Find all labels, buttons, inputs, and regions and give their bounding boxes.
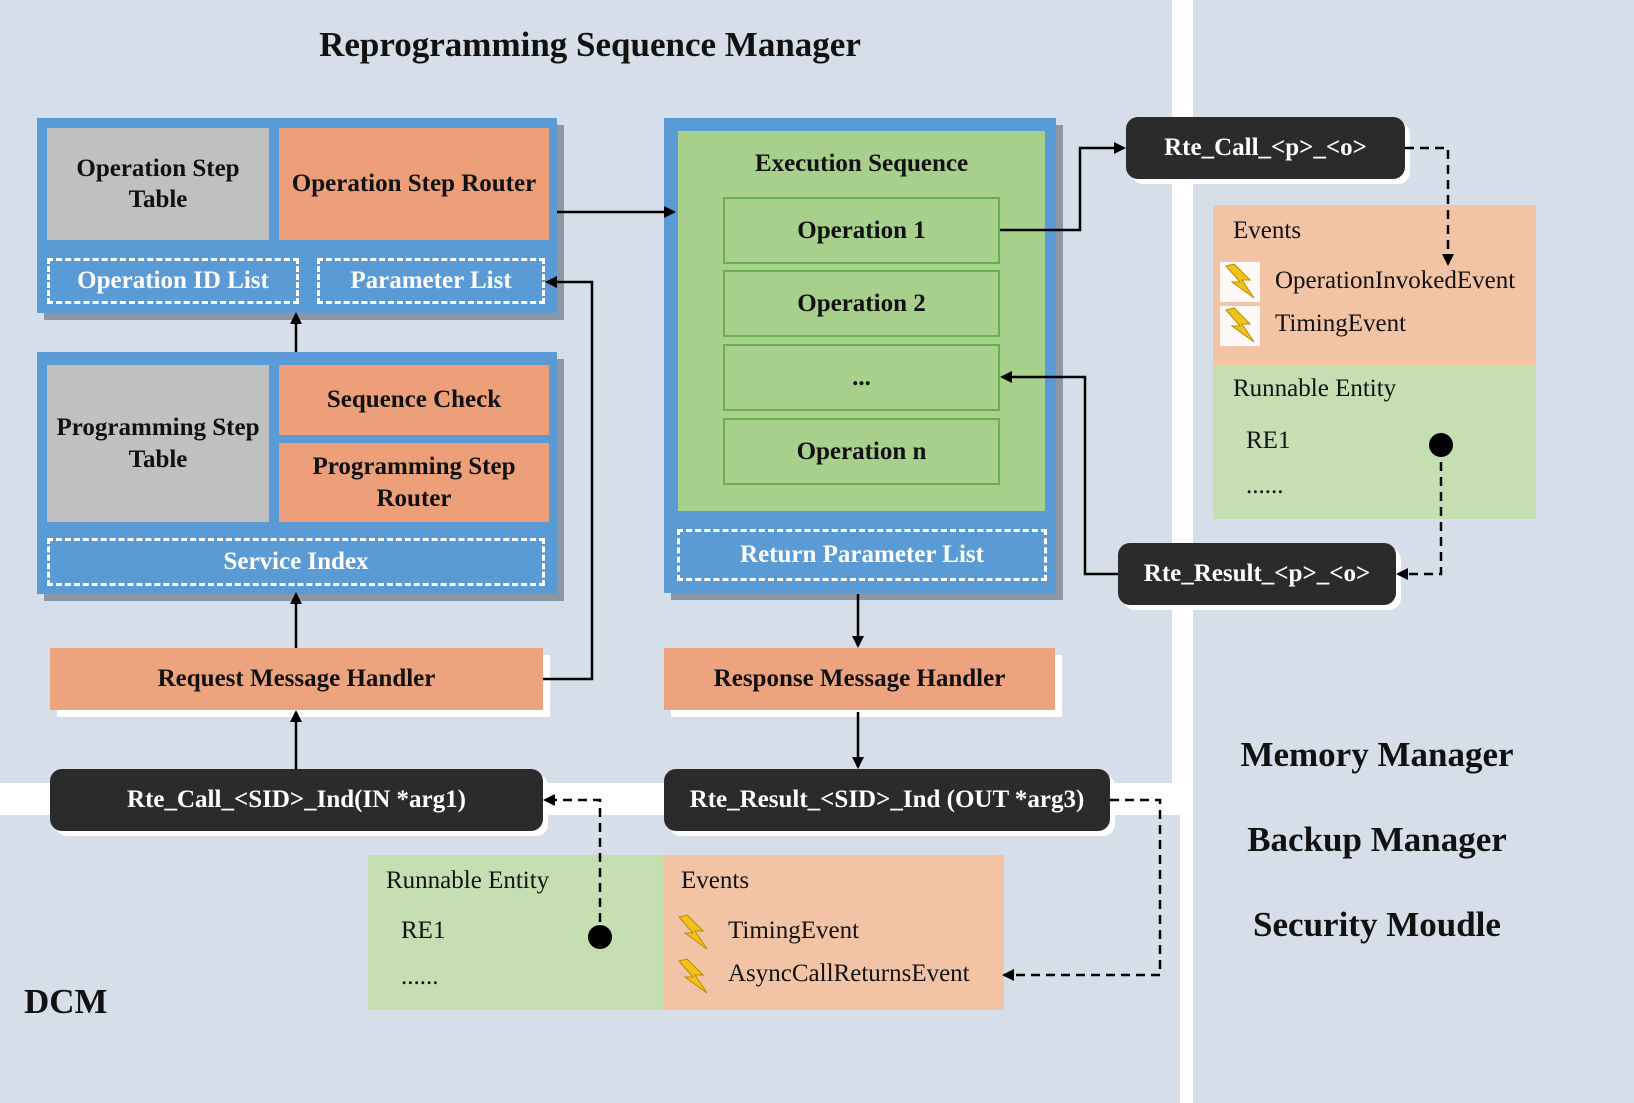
lightning-icon (678, 958, 708, 994)
arrow-request-to-param (543, 276, 594, 681)
operation-id-list: Operation ID List (47, 258, 299, 304)
page-title: Reprogramming Sequence Manager (319, 25, 861, 64)
right-runnable-box: Runnable Entity RE1 ...... (1213, 365, 1536, 519)
execution-sequence-title: Execution Sequence (754, 150, 969, 177)
dot-bottom-re1 (588, 925, 612, 949)
sequence-check: Sequence Check (279, 365, 549, 435)
operation-step-router: Operation Step Router (279, 128, 549, 240)
bottom-runnable-item: ...... (401, 963, 439, 990)
rte-result-sid: Rte_Result_<SID>_Ind (OUT *arg3) (664, 769, 1110, 831)
right-events-title: Events (1233, 217, 1302, 244)
bottom-events-title: Events (681, 867, 750, 894)
return-parameter-list: Return Parameter List (677, 529, 1047, 581)
response-message-handler: Response Message Handler (664, 648, 1055, 710)
dashed-rtecall-to-events (1405, 146, 1454, 266)
operation-item: Operation n (723, 418, 1000, 485)
dcm-panel-right (1172, 815, 1180, 1103)
rte-call-sid: Rte_Call_<SID>_Ind(IN *arg1) (50, 769, 543, 831)
bottom-event-item: AsyncCallReturnsEvent (728, 960, 970, 987)
bottom-runnable-item: RE1 (401, 917, 446, 944)
right-event-item: TimingEvent (1275, 310, 1407, 337)
dashed-result-to-async (1002, 798, 1162, 981)
rte-call-po: Rte_Call_<p>_<o> (1126, 117, 1405, 179)
request-message-handler: Request Message Handler (50, 648, 543, 710)
programming-step-router: Programming Step Router (279, 443, 549, 522)
operation-item: ... (723, 344, 1000, 411)
lightning-icon (1220, 306, 1260, 346)
right-runnable-title: Runnable Entity (1233, 375, 1397, 402)
lightning-icon (1220, 262, 1260, 302)
parameter-list: Parameter List (317, 258, 545, 304)
manager-label: Security Moudle (1253, 905, 1501, 944)
right-event-item: OperationInvokedEvent (1275, 267, 1516, 294)
bottom-runnable-title: Runnable Entity (386, 867, 550, 894)
right-events-box: Events OperationInvokedEvent TimingEvent (1213, 205, 1536, 365)
right-runnable-item: ...... (1246, 472, 1284, 499)
dcm-label: DCM (24, 982, 108, 1021)
operation-item: Operation 1 (723, 197, 1000, 264)
operation-step-table: Operation Step Table (47, 128, 269, 240)
right-runnable-item: RE1 (1246, 427, 1291, 454)
arrow-rteresult-to-ops (1000, 371, 1118, 576)
service-index: Service Index (47, 538, 545, 586)
bottom-events-box: Events TimingEvent AsyncCallReturnsEvent (663, 855, 1004, 1010)
rte-result-po: Rte_Result_<p>_<o> (1118, 543, 1396, 605)
manager-label: Backup Manager (1247, 820, 1507, 859)
dashed-re1-to-rtecall-sid (543, 794, 602, 937)
dashed-re1-to-rteresult (1396, 447, 1443, 580)
dot-right-re1 (1429, 433, 1453, 457)
bottom-event-item: TimingEvent (728, 917, 860, 944)
lightning-icon (678, 914, 708, 950)
operation-item: Operation 2 (723, 270, 1000, 337)
programming-step-table: Programming Step Table (47, 365, 269, 522)
bottom-runnable-box: Runnable Entity RE1 ...... (368, 855, 663, 1010)
arrow-op1-to-rtecall (1000, 142, 1126, 232)
manager-label: Memory Manager (1240, 735, 1514, 774)
